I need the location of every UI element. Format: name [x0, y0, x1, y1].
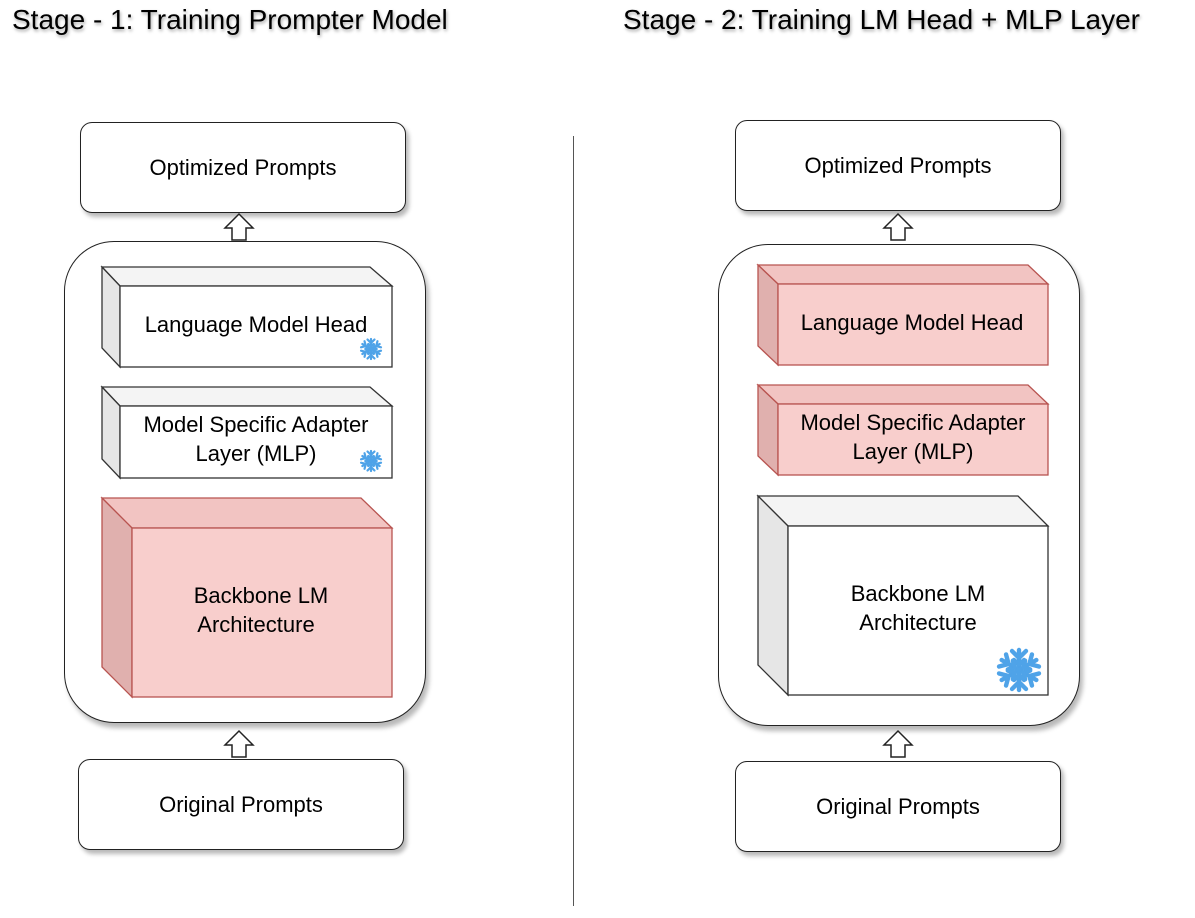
stage-1-arrow-to-optimized-icon [224, 213, 254, 241]
stage-2-title: Stage - 2: Training LM Head + MLP Layer [623, 4, 1140, 35]
stage-1-backbone-front-face [131, 527, 393, 698]
stage-1-adapter-label-line-1: Model Specific Adapter [143, 412, 368, 437]
stage-2-optimized-prompts-label: Optimized Prompts [804, 152, 992, 178]
stage-1-backbone-side-face [101, 496, 133, 699]
stage-1-lm-head-label: Language Model Head [145, 312, 368, 337]
stage-2-adapter-label-line-2: Layer (MLP) [852, 439, 973, 464]
stage-divider-line [573, 136, 574, 906]
stage-2-original-prompts-label: Original Prompts [816, 793, 980, 819]
stage-2-backbone-side-face [757, 494, 789, 697]
stage-2-adapter-block: Model Specific Adapter Layer (MLP) [756, 383, 1050, 477]
stage-2-lm-head-label: Language Model Head [801, 310, 1024, 335]
stage-1-arrow-from-original-icon [224, 730, 254, 758]
stage-1-optimized-prompts-box: Optimized Prompts [80, 122, 406, 213]
stage-1-original-prompts-label: Original Prompts [159, 791, 323, 817]
stage-1-lm-head-block: Language Model Head [100, 265, 394, 369]
stage-1-lm-head-front-face [119, 285, 393, 368]
stage-2-adapter-label-line-1: Model Specific Adapter [800, 410, 1025, 435]
stage-1-title: Stage - 1: Training Prompter Model [12, 4, 448, 35]
stage-1-adapter-front-face [119, 405, 393, 479]
stage-2-arrow-to-optimized-icon [883, 213, 913, 241]
stage-2-lm-head-front-face [777, 283, 1049, 366]
stage-2-lm-head-block: Language Model Head [756, 263, 1050, 367]
stage-2-arrow-from-original-icon [883, 730, 913, 758]
stage-1-adapter-block: Model Specific Adapter Layer (MLP) [100, 385, 394, 480]
stage-1-backbone-block: Backbone LM Architecture [100, 496, 394, 699]
stage-1-backbone-top-face [100, 497, 394, 529]
stage-1-adapter-top-face [100, 386, 394, 407]
stage-1-lm-head-top-face [100, 266, 394, 287]
stage-2-original-prompts-box: Original Prompts [735, 761, 1061, 852]
stage-2-backbone-label-line-2: Architecture [859, 610, 976, 635]
stage-2-lm-head-top-face [756, 264, 1050, 285]
stage-2-adapter-top-face [756, 384, 1050, 405]
stage-2-optimized-prompts-box: Optimized Prompts [735, 120, 1061, 211]
stage-1-backbone-label-line-1: Backbone LM [194, 583, 329, 608]
stage-2-adapter-front-face [777, 403, 1049, 476]
stage-1-optimized-prompts-label: Optimized Prompts [149, 154, 337, 180]
stage-2-backbone-top-face [756, 495, 1050, 527]
stage-1-adapter-label-line-2: Layer (MLP) [195, 441, 316, 466]
stage-2-backbone-block: Backbone LM Architecture [756, 494, 1050, 697]
stage-1-original-prompts-box: Original Prompts [78, 759, 404, 850]
stage-1-backbone-label-line-2: Architecture [197, 612, 314, 637]
stage-2-backbone-label-line-1: Backbone LM [851, 581, 986, 606]
